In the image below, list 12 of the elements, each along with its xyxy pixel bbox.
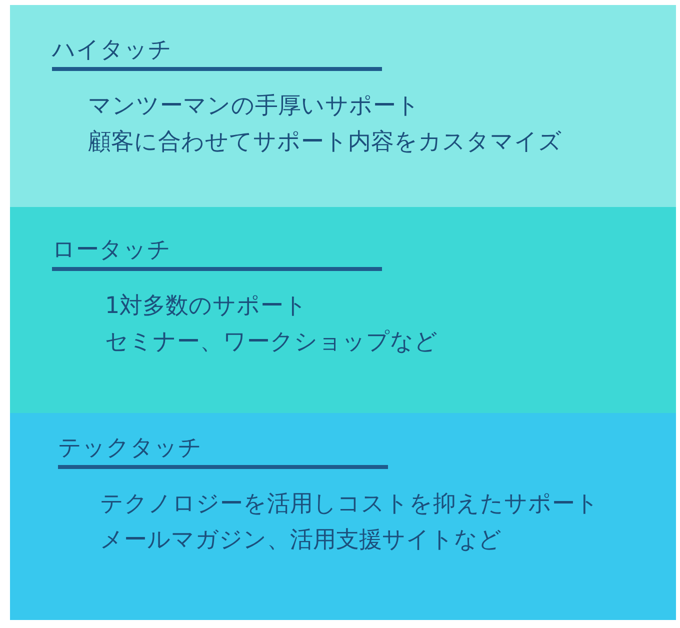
tier-band <box>10 5 676 207</box>
description-text: 顧客に合わせてサポート内容をカスタマイズ <box>88 128 562 157</box>
description-text: 1対多数のサポート <box>105 292 308 321</box>
tier-heading: ロータッチ <box>52 235 382 271</box>
tier-heading: ハイタッチ <box>52 35 382 71</box>
description-text: セミナー、ワークショップなど <box>105 328 438 357</box>
description-text: テクノロジーを活用しコストを抑えたサポート <box>100 490 599 519</box>
description-text: メールマガジン、活用支援サイトなど <box>100 526 502 555</box>
tier-heading: テックタッチ <box>58 433 388 469</box>
tier-band <box>10 413 676 620</box>
tier-band <box>10 207 676 413</box>
description-text: マンツーマンの手厚いサポート <box>88 92 420 121</box>
